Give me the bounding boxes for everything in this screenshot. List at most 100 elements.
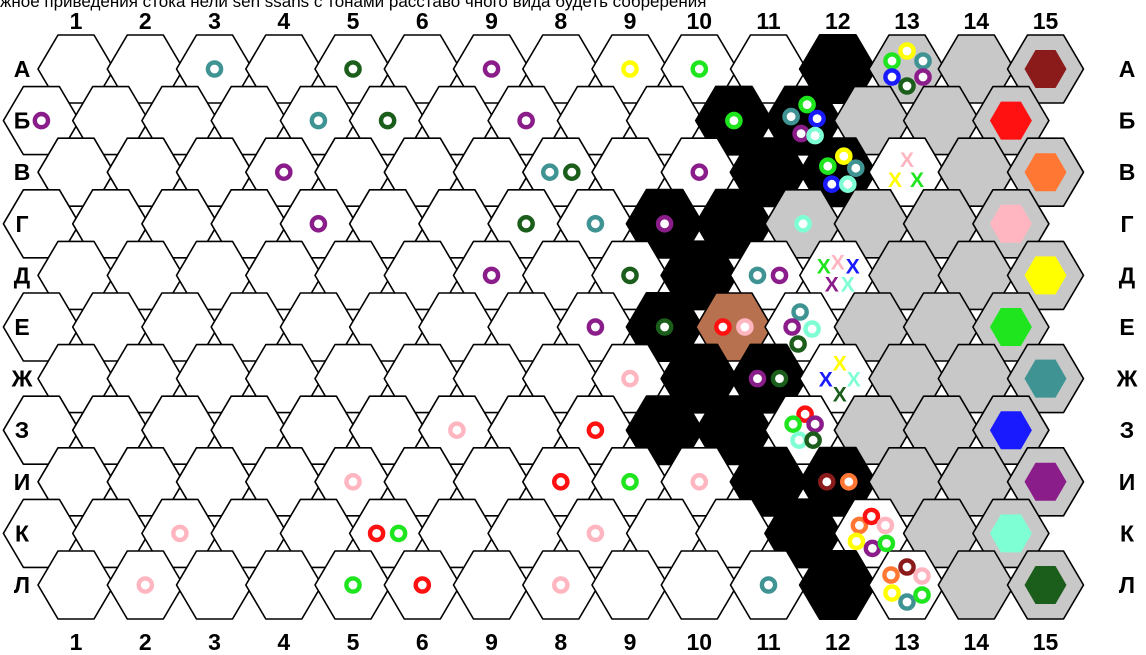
row-label-left: И [14, 469, 31, 495]
ring-piece-darkgreen [773, 372, 786, 385]
ring-piece-blue [811, 112, 824, 125]
column-label-top: 11 [756, 8, 781, 34]
row-label-right: З [1120, 417, 1134, 443]
column-label-bottom: 14 [963, 629, 989, 655]
row-label-right: Л [1119, 572, 1135, 598]
ring-piece-pink [693, 475, 706, 488]
ring-piece-purple [485, 62, 498, 75]
column-label-bottom: 10 [686, 629, 712, 655]
ring-piece-maroon [820, 475, 833, 488]
ring-piece-teal [785, 110, 798, 123]
ring-piece-aqua [793, 434, 806, 447]
row-label-right: А [1119, 56, 1136, 82]
ring-piece-purple [786, 320, 799, 333]
column-label-bottom: 15 [1033, 629, 1059, 655]
cross-marker-aqua: X [841, 273, 855, 296]
ring-piece-purple [485, 269, 498, 282]
ring-piece-purple [277, 166, 290, 179]
ring-piece-purple [520, 114, 533, 127]
ring-piece-pink [915, 569, 928, 582]
row-label-left: А [14, 56, 31, 82]
cross-marker-pink: X [831, 251, 845, 274]
column-label-top: 9 [624, 8, 637, 34]
column-label-bottom: 5 [347, 629, 360, 655]
row-label-left: Л [14, 572, 30, 598]
row-label-left: Ж [11, 366, 33, 392]
ring-piece-pink [554, 578, 567, 591]
ring-piece-yellow [900, 44, 913, 57]
row-label-left: В [14, 159, 31, 185]
ring-piece-darkgreen [658, 320, 671, 333]
ring-piece-green [693, 62, 706, 75]
column-label-bottom: 9 [624, 629, 637, 655]
column-label-top: 8 [554, 8, 567, 34]
ring-piece-purple [795, 127, 808, 140]
ring-piece-red [589, 424, 602, 437]
ring-piece-teal [849, 162, 862, 175]
ring-piece-teal [762, 578, 775, 591]
column-label-top: 13 [894, 8, 920, 34]
ring-piece-green [801, 98, 814, 111]
ring-piece-red [416, 578, 429, 591]
ring-piece-orange [884, 568, 897, 581]
column-label-top: 12 [825, 8, 851, 34]
ring-piece-purple [866, 542, 879, 555]
ring-piece-pink [139, 578, 152, 591]
ring-piece-pink [623, 372, 636, 385]
ring-piece-red [716, 320, 729, 333]
ring-piece-purple [916, 70, 929, 83]
ring-piece-yellow [623, 62, 636, 75]
row-label-right: Д [1119, 262, 1135, 288]
ring-piece-pink [450, 424, 463, 437]
column-label-top: 10 [686, 8, 712, 34]
ring-piece-green [787, 418, 800, 431]
row-label-right: И [1119, 469, 1136, 495]
ring-piece-green [880, 537, 893, 550]
column-label-bottom: 13 [894, 629, 920, 655]
row-label-left: К [15, 520, 30, 546]
ring-piece-green [821, 160, 834, 173]
ring-piece-pink [738, 320, 751, 333]
column-label-bottom: 3 [208, 629, 221, 655]
ring-piece-darkgreen [520, 217, 533, 230]
row-label-left: Г [15, 211, 28, 237]
board-cells [3, 35, 1083, 619]
row-label-right: В [1119, 159, 1136, 185]
ring-piece-teal [916, 54, 929, 67]
ring-piece-darkgreen [900, 79, 913, 92]
ring-piece-red [554, 475, 567, 488]
row-label-left: Д [14, 262, 30, 288]
ring-piece-teal [900, 595, 913, 608]
ring-piece-yellow [837, 150, 850, 163]
column-label-top: 6 [416, 8, 429, 34]
ring-piece-maroon [900, 560, 913, 573]
ring-piece-green [623, 475, 636, 488]
row-label-right: Ж [1116, 366, 1138, 392]
ring-piece-orange [842, 475, 855, 488]
cross-marker-yellow: X [833, 353, 847, 376]
column-label-top: 1 [70, 8, 83, 34]
column-label-top: 15 [1033, 8, 1059, 34]
ring-piece-yellow [885, 586, 898, 599]
cross-marker-green: X [910, 169, 924, 192]
ring-piece-teal [794, 305, 807, 318]
ring-piece-teal [751, 269, 764, 282]
ring-piece-aqua [797, 217, 810, 230]
ring-piece-blue [825, 178, 838, 191]
ring-piece-red [865, 510, 878, 523]
ring-piece-purple [809, 418, 822, 431]
column-label-top: 9 [485, 8, 498, 34]
column-label-top: 4 [277, 8, 290, 34]
ring-piece-purple [751, 372, 764, 385]
ring-piece-green [346, 578, 359, 591]
ring-piece-purple [658, 217, 671, 230]
ring-piece-darkgreen [346, 62, 359, 75]
ring-piece-red [370, 527, 383, 540]
ring-piece-darkgreen [565, 166, 578, 179]
ring-piece-green [727, 114, 740, 127]
ring-piece-teal [543, 166, 556, 179]
column-label-top: 2 [139, 8, 152, 34]
ring-piece-purple [35, 114, 48, 127]
ring-piece-green [392, 527, 405, 540]
